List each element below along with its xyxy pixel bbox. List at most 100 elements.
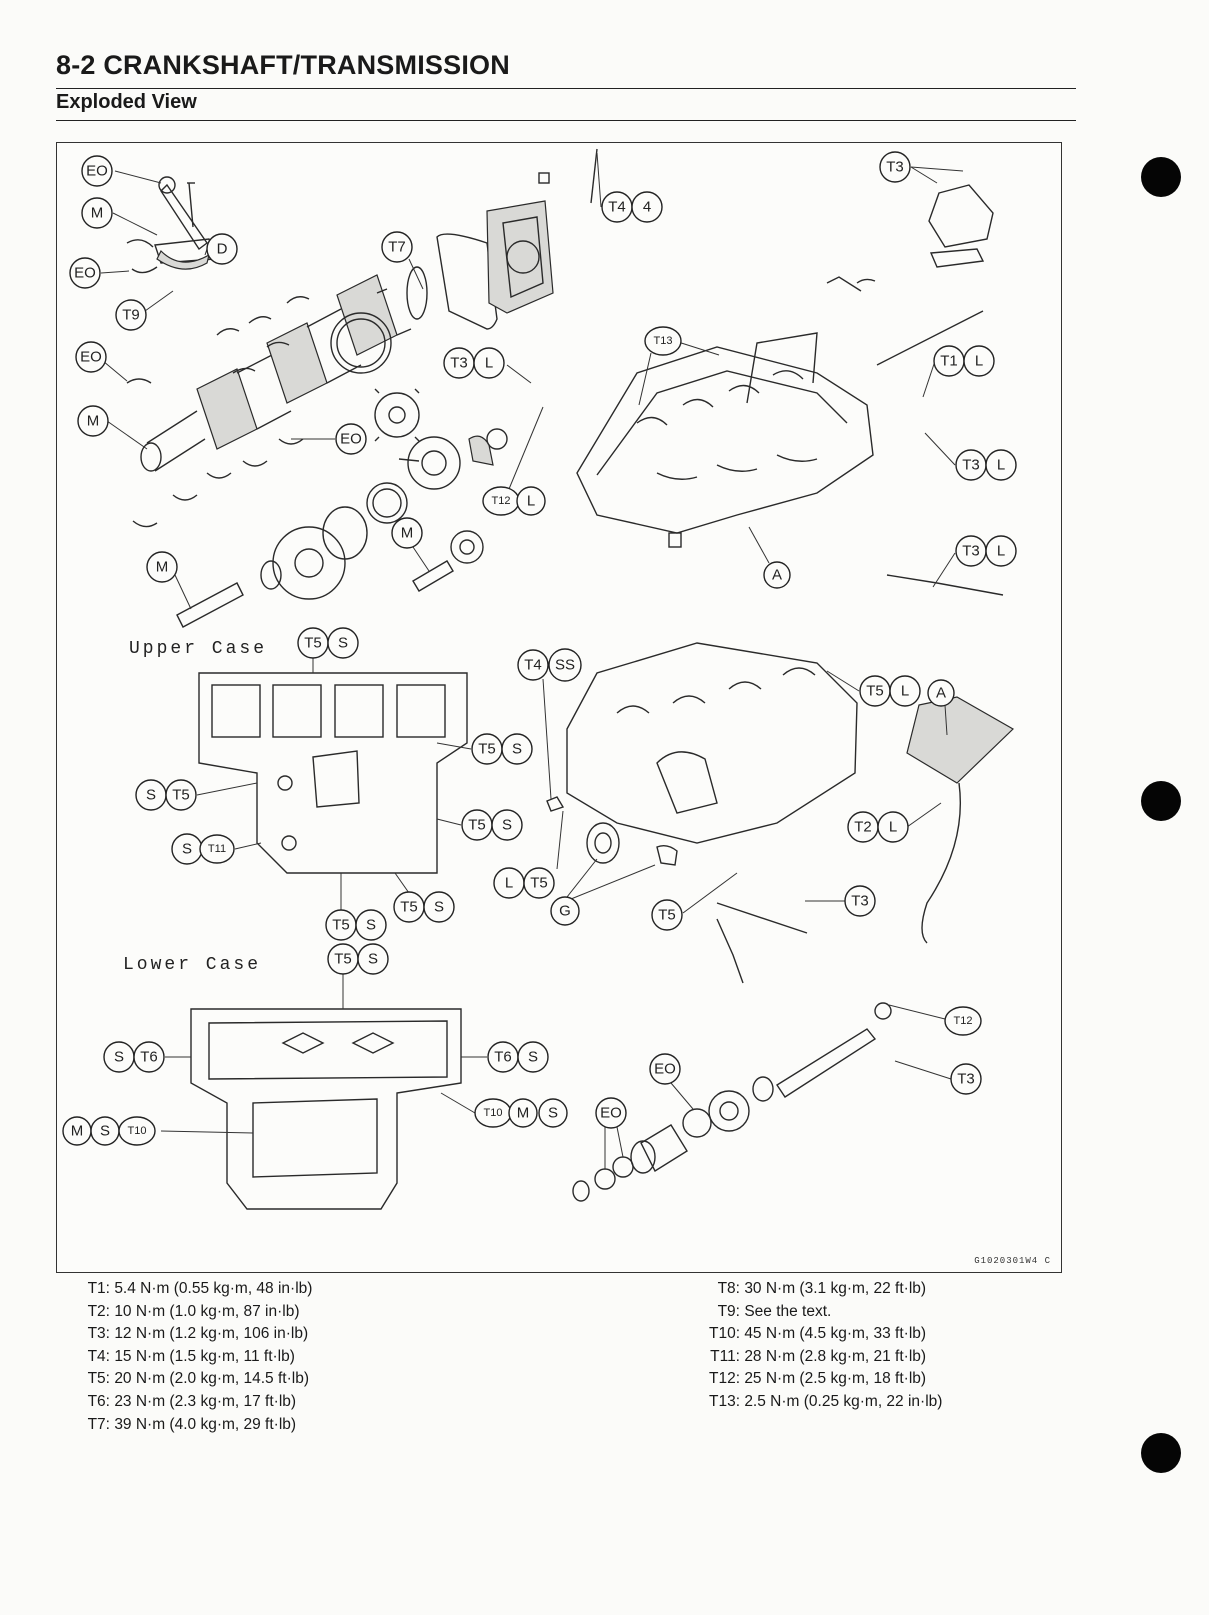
svg-text:T3: T3 xyxy=(957,1071,975,1088)
callout-t5-s-right-upper: T5 S xyxy=(436,733,533,765)
section-title: Exploded View xyxy=(56,91,197,113)
svg-text:L: L xyxy=(975,353,983,370)
torque-spec-row: T1: 5.4 N·m (0.55 kg·m, 48 in·lb) xyxy=(87,1280,313,1297)
binder-hole-top xyxy=(1141,157,1181,197)
torque-spec-row: T3: 12 N·m (1.2 kg·m, 106 in·lb) xyxy=(87,1325,309,1343)
binder-hole-middle xyxy=(1141,781,1181,821)
exploded-view-figure: EO M D EO T9 EO M EO M M xyxy=(56,142,1062,1273)
svg-text:T4: T4 xyxy=(524,657,542,674)
svg-text:T5: T5 xyxy=(304,635,322,652)
callout-t4-4: T4 4 xyxy=(596,152,663,223)
callout-t7: T7 xyxy=(381,231,424,290)
svg-text:S: S xyxy=(512,741,522,758)
callout-t5-s-upper: T5 S xyxy=(297,627,359,673)
callout-eo-bearings-lower: EO xyxy=(595,1097,627,1169)
svg-text:T3: T3 xyxy=(962,457,980,474)
callout-eo-bearing: EO xyxy=(69,257,130,289)
page-title: 8-2 CRANKSHAFT/TRANSMISSION xyxy=(56,50,510,80)
svg-text:T3: T3 xyxy=(886,159,904,176)
svg-text:T12: T12 xyxy=(954,1015,973,1027)
callout-g: G xyxy=(550,858,656,926)
svg-text:S: S xyxy=(100,1123,110,1140)
svg-text:S: S xyxy=(114,1049,124,1066)
callout-t3-lower-right: T3 xyxy=(894,1060,982,1095)
svg-text:T5: T5 xyxy=(866,683,884,700)
svg-text:D: D xyxy=(217,241,228,258)
svg-text:T5: T5 xyxy=(658,907,676,924)
output-shaft-illustration xyxy=(572,1002,892,1202)
case-bolt-pattern-upper-illustration xyxy=(198,672,468,874)
svg-text:L: L xyxy=(889,819,897,836)
exploded-view-drawing: EO M D EO T9 EO M EO M M xyxy=(62,148,1017,1210)
svg-text:4: 4 xyxy=(643,199,651,216)
svg-text:EO: EO xyxy=(74,265,96,282)
svg-text:T5: T5 xyxy=(334,951,352,968)
svg-text:T1: T1 xyxy=(940,353,958,370)
torque-spec-row: T4: 15 N·m (1.5 kg·m, 11 ft·lb) xyxy=(87,1347,295,1365)
svg-text:L: L xyxy=(997,543,1005,560)
svg-text:T4: T4 xyxy=(608,199,626,216)
lower-crankcase-exploded-illustration xyxy=(546,574,1014,984)
callout-t5-s-mid: T5 S xyxy=(436,809,523,841)
figure-code: G1020301W4 C xyxy=(974,1256,1051,1266)
svg-text:T10: T10 xyxy=(484,1107,503,1119)
callout-m-s-t10-left: M S T10 xyxy=(62,1116,254,1146)
svg-text:S: S xyxy=(182,841,192,858)
svg-text:T2: T2 xyxy=(854,819,872,836)
svg-text:T5: T5 xyxy=(468,817,486,834)
svg-text:T5: T5 xyxy=(530,875,548,892)
svg-text:L: L xyxy=(505,875,513,892)
torque-spec-row: T13: 2.5 N·m (0.25 kg·m, 22 in·lb) xyxy=(708,1392,943,1410)
svg-text:T3: T3 xyxy=(450,355,468,372)
svg-text:T11: T11 xyxy=(208,843,226,855)
svg-text:S: S xyxy=(366,917,376,934)
svg-text:EO: EO xyxy=(86,163,108,180)
torque-spec-row: T11: 28 N·m (2.8 kg·m, 21 ft·lb) xyxy=(710,1347,927,1365)
torque-spec-row: T10: 45 N·m (4.5 kg·m, 33 ft·lb) xyxy=(708,1325,927,1343)
breather-cover-illustration xyxy=(436,148,598,330)
callout-t3-lower-mid: T3 xyxy=(805,885,876,917)
torque-spec-row: T12: 25 N·m (2.5 kg·m, 18 ft·lb) xyxy=(708,1370,927,1388)
svg-text:EO: EO xyxy=(600,1105,622,1122)
cam-gear-illustration xyxy=(374,388,420,442)
torque-specs-right: T8: 30 N·m (3.1 kg·m, 22 ft·lb) T9: See … xyxy=(700,1278,942,1414)
binder-hole-bottom xyxy=(1141,1433,1181,1473)
callout-m-pin: M xyxy=(391,517,430,572)
svg-text:T10: T10 xyxy=(128,1125,147,1137)
svg-text:T5: T5 xyxy=(172,787,190,804)
upper-case-label: Upper Case xyxy=(129,639,268,659)
shaft-gears-illustration xyxy=(176,428,508,628)
svg-text:T12: T12 xyxy=(492,495,511,507)
callout-t5-lower-mid: T5 xyxy=(651,872,738,931)
callout-t6-s-right: T6 S xyxy=(461,1041,549,1073)
svg-text:S: S xyxy=(502,817,512,834)
svg-text:M: M xyxy=(517,1105,530,1122)
svg-text:M: M xyxy=(87,413,100,430)
torque-spec-row: T7: 39 N·m (4.0 kg·m, 29 ft·lb) xyxy=(87,1415,297,1433)
callout-t12-lower: T12 xyxy=(888,1004,982,1036)
torque-spec-row: T6: 23 N·m (2.3 kg·m, 17 ft·lb) xyxy=(87,1392,297,1410)
callout-t1-l: T1 L xyxy=(922,345,995,398)
svg-text:T7: T7 xyxy=(388,239,406,256)
callout-s-t6-left: S T6 xyxy=(103,1041,191,1073)
svg-text:EO: EO xyxy=(340,431,362,448)
svg-text:M: M xyxy=(71,1123,84,1140)
callout-t5-s-lower-top: T5 S xyxy=(327,943,389,1009)
torque-spec-row: T2: 10 N·m (1.0 kg·m, 87 in·lb) xyxy=(87,1302,300,1320)
title-rule xyxy=(56,88,1076,89)
svg-text:T9: T9 xyxy=(122,307,140,324)
svg-text:A: A xyxy=(936,685,946,702)
callout-t4-ss: T4 SS xyxy=(517,648,582,800)
svg-text:S: S xyxy=(528,1049,538,1066)
svg-text:T3: T3 xyxy=(962,543,980,560)
callout-s-t11: S T11 xyxy=(171,833,262,865)
callout-l-t5: L T5 xyxy=(493,810,564,899)
callout-eo-output-gear: EO xyxy=(649,1053,694,1110)
callout-t5-s-upper-bottom: T5 S xyxy=(325,873,387,941)
svg-text:L: L xyxy=(901,683,909,700)
torque-specs-left: T1: 5.4 N·m (0.55 kg·m, 48 in·lb) T2: 10… xyxy=(80,1278,313,1436)
svg-text:T6: T6 xyxy=(140,1049,158,1066)
torque-spec-row: T9: See the text. xyxy=(717,1302,832,1320)
svg-text:G: G xyxy=(559,903,571,920)
svg-text:T13: T13 xyxy=(654,335,673,347)
